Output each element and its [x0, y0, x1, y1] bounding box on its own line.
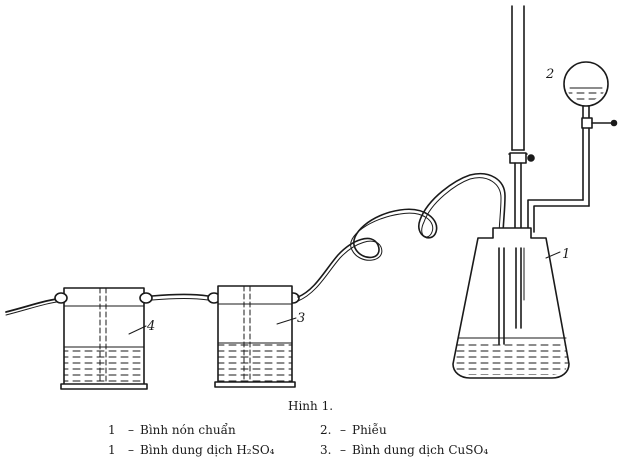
- legend-item: 3.–Bình dung dịch CuSO₄: [320, 443, 489, 457]
- stopcock: [509, 152, 527, 164]
- burette: [508, 5, 535, 229]
- beaker-cuso4: [214, 285, 296, 388]
- rubber-hose: [297, 173, 506, 302]
- connector-ball: [139, 292, 153, 304]
- legend-item: 2.–Phiễu: [320, 423, 387, 437]
- caption-title: Hinh 1.: [288, 399, 334, 413]
- label-flask: 1: [562, 247, 570, 262]
- connector-ball: [54, 292, 68, 304]
- legend-item: 1–Bình dung dịch H₂SO₄: [108, 443, 275, 457]
- conical-flask: [452, 227, 570, 379]
- label-beaker-left: 4: [146, 319, 155, 334]
- funnel: [527, 61, 618, 233]
- legend-item: 1–Bình nón chuẩn: [108, 423, 236, 437]
- apparatus-diagram: 1 2 3 4: [5, 5, 618, 390]
- beaker-h2so4: [60, 287, 148, 390]
- connecting-tube: [151, 293, 209, 297]
- label-funnel: 2: [545, 67, 554, 82]
- label-beaker-right: 3: [297, 311, 305, 326]
